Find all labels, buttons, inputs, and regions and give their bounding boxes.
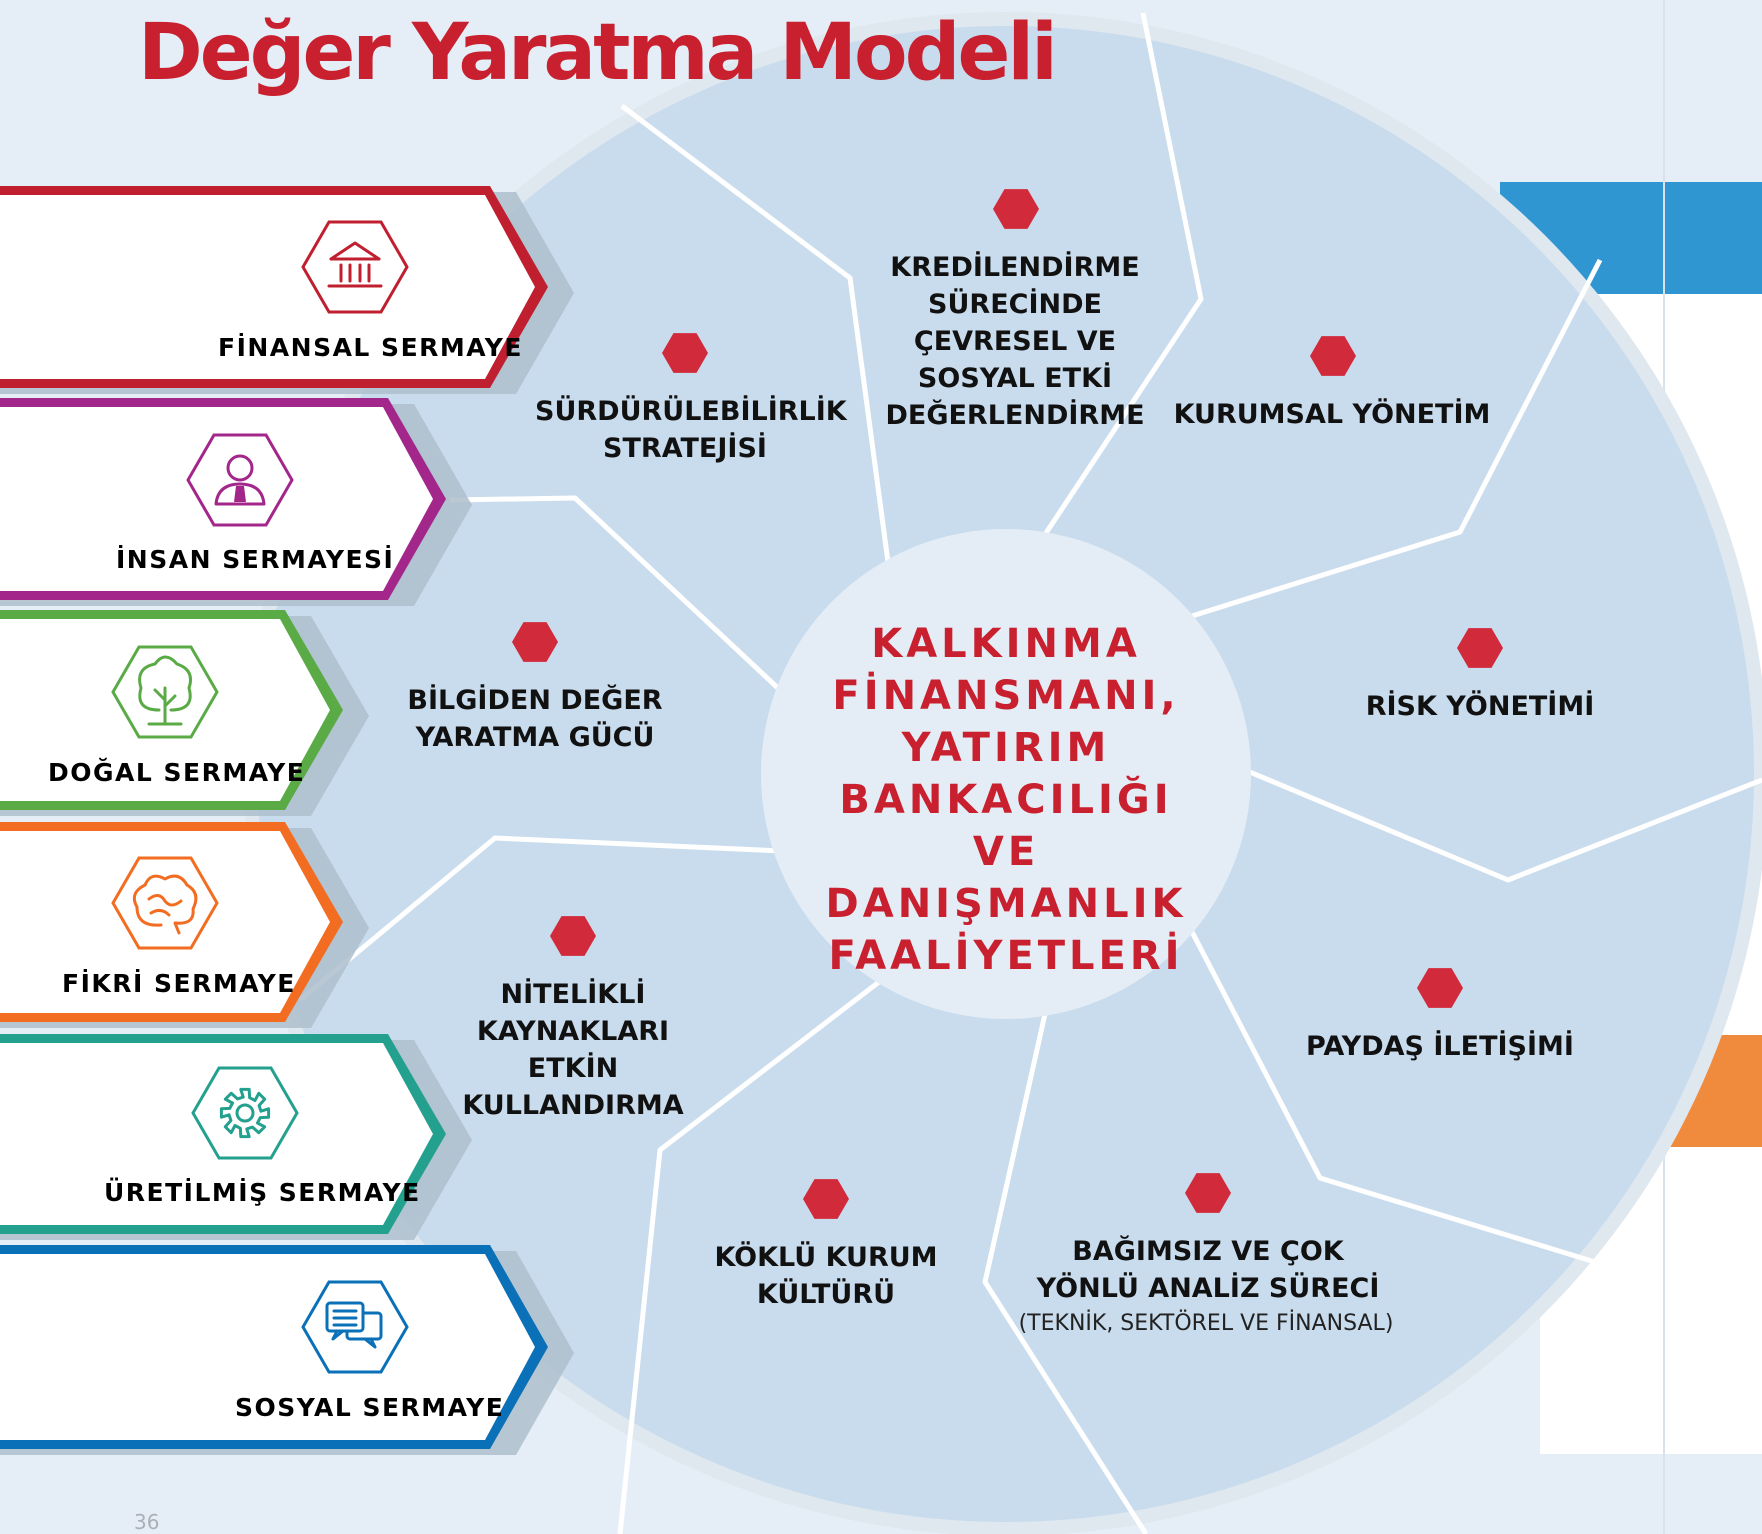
segment-label-credit-assessment: KREDİLENDİRME SÜRECİNDE ÇEVRESEL VE SOSY… [885,252,1145,431]
red-hexagon-marker [803,1179,849,1219]
segment-dividers [298,12,1762,1534]
red-hexagon-marker [662,333,708,373]
banner-inner-manufactured [0,1043,433,1225]
page-title: Değer Yaratma Modeli [138,8,1058,98]
banner-inner-social [0,1254,535,1440]
capital-icons [111,220,409,1374]
capital-label-natural: DOĞAL SERMAYE [48,758,306,787]
center-activities-label: KALKINMA FİNANSMANI, YATIRIM BANKACILIĞI… [825,621,1187,979]
segment-sublabel-analysis-scope: (TEKNİK, SEKTÖREL VE FİNANSAL) [1018,1311,1394,1336]
red-hexagon-marker [512,622,558,662]
red-hexagon-marker [1185,1173,1231,1213]
banner-inner-intellectual [0,831,330,1013]
segment-label-stakeholder-communication: PAYDAŞ İLETİŞİMİ [1306,1031,1574,1062]
banner-inner-financial [0,195,535,379]
red-hexagon-marker [993,189,1039,229]
tree-icon [111,645,219,739]
capital-label-intellectual: FİKRİ SERMAYE [62,969,296,998]
bank-icon [301,220,409,314]
red-hexagon-marker [1310,336,1356,376]
segment-markers [512,189,1503,1219]
segment-label-sustainability-strategy: SÜRDÜRÜLEBİLİRLİK STRATEJİSİ [535,396,847,464]
person-icon [186,433,294,527]
red-hexagon-marker [1417,968,1463,1008]
segment-label-resource-utilization: NİTELİKLİ KAYNAKLARI ETKİN KULLANDIRMA [462,979,684,1121]
capital-label-human: İNSAN SERMAYESİ [116,545,395,574]
segment-label-knowledge-value: BİLGİDEN DEĞER YARATMA GÜCÜ [407,685,663,753]
red-hexagon-marker [550,916,596,956]
segment-label-institutional-culture: KÖKLÜ KURUM KÜLTÜRÜ [714,1242,938,1310]
brain-icon [111,856,219,950]
gear-icon [191,1066,299,1160]
capital-label-social: SOSYAL SERMAYE [235,1393,505,1422]
capital-label-manufactured: ÜRETİLMİŞ SERMAYE [104,1178,421,1207]
segment-label-risk-management: RİSK YÖNETİMİ [1365,691,1595,722]
segment-label-independent-analysis: BAĞIMSIZ VE ÇOK YÖNLÜ ANALİZ SÜRECİ [1036,1236,1380,1304]
segment-label-corporate-governance: KURUMSAL YÖNETİM [1173,399,1491,430]
red-hexagon-marker [1457,628,1503,668]
chat-icon [301,1280,409,1374]
center-circle [761,529,1251,1019]
capital-label-financial: FİNANSAL SERMAYE [218,333,523,362]
page-number: 36 [134,1510,160,1534]
